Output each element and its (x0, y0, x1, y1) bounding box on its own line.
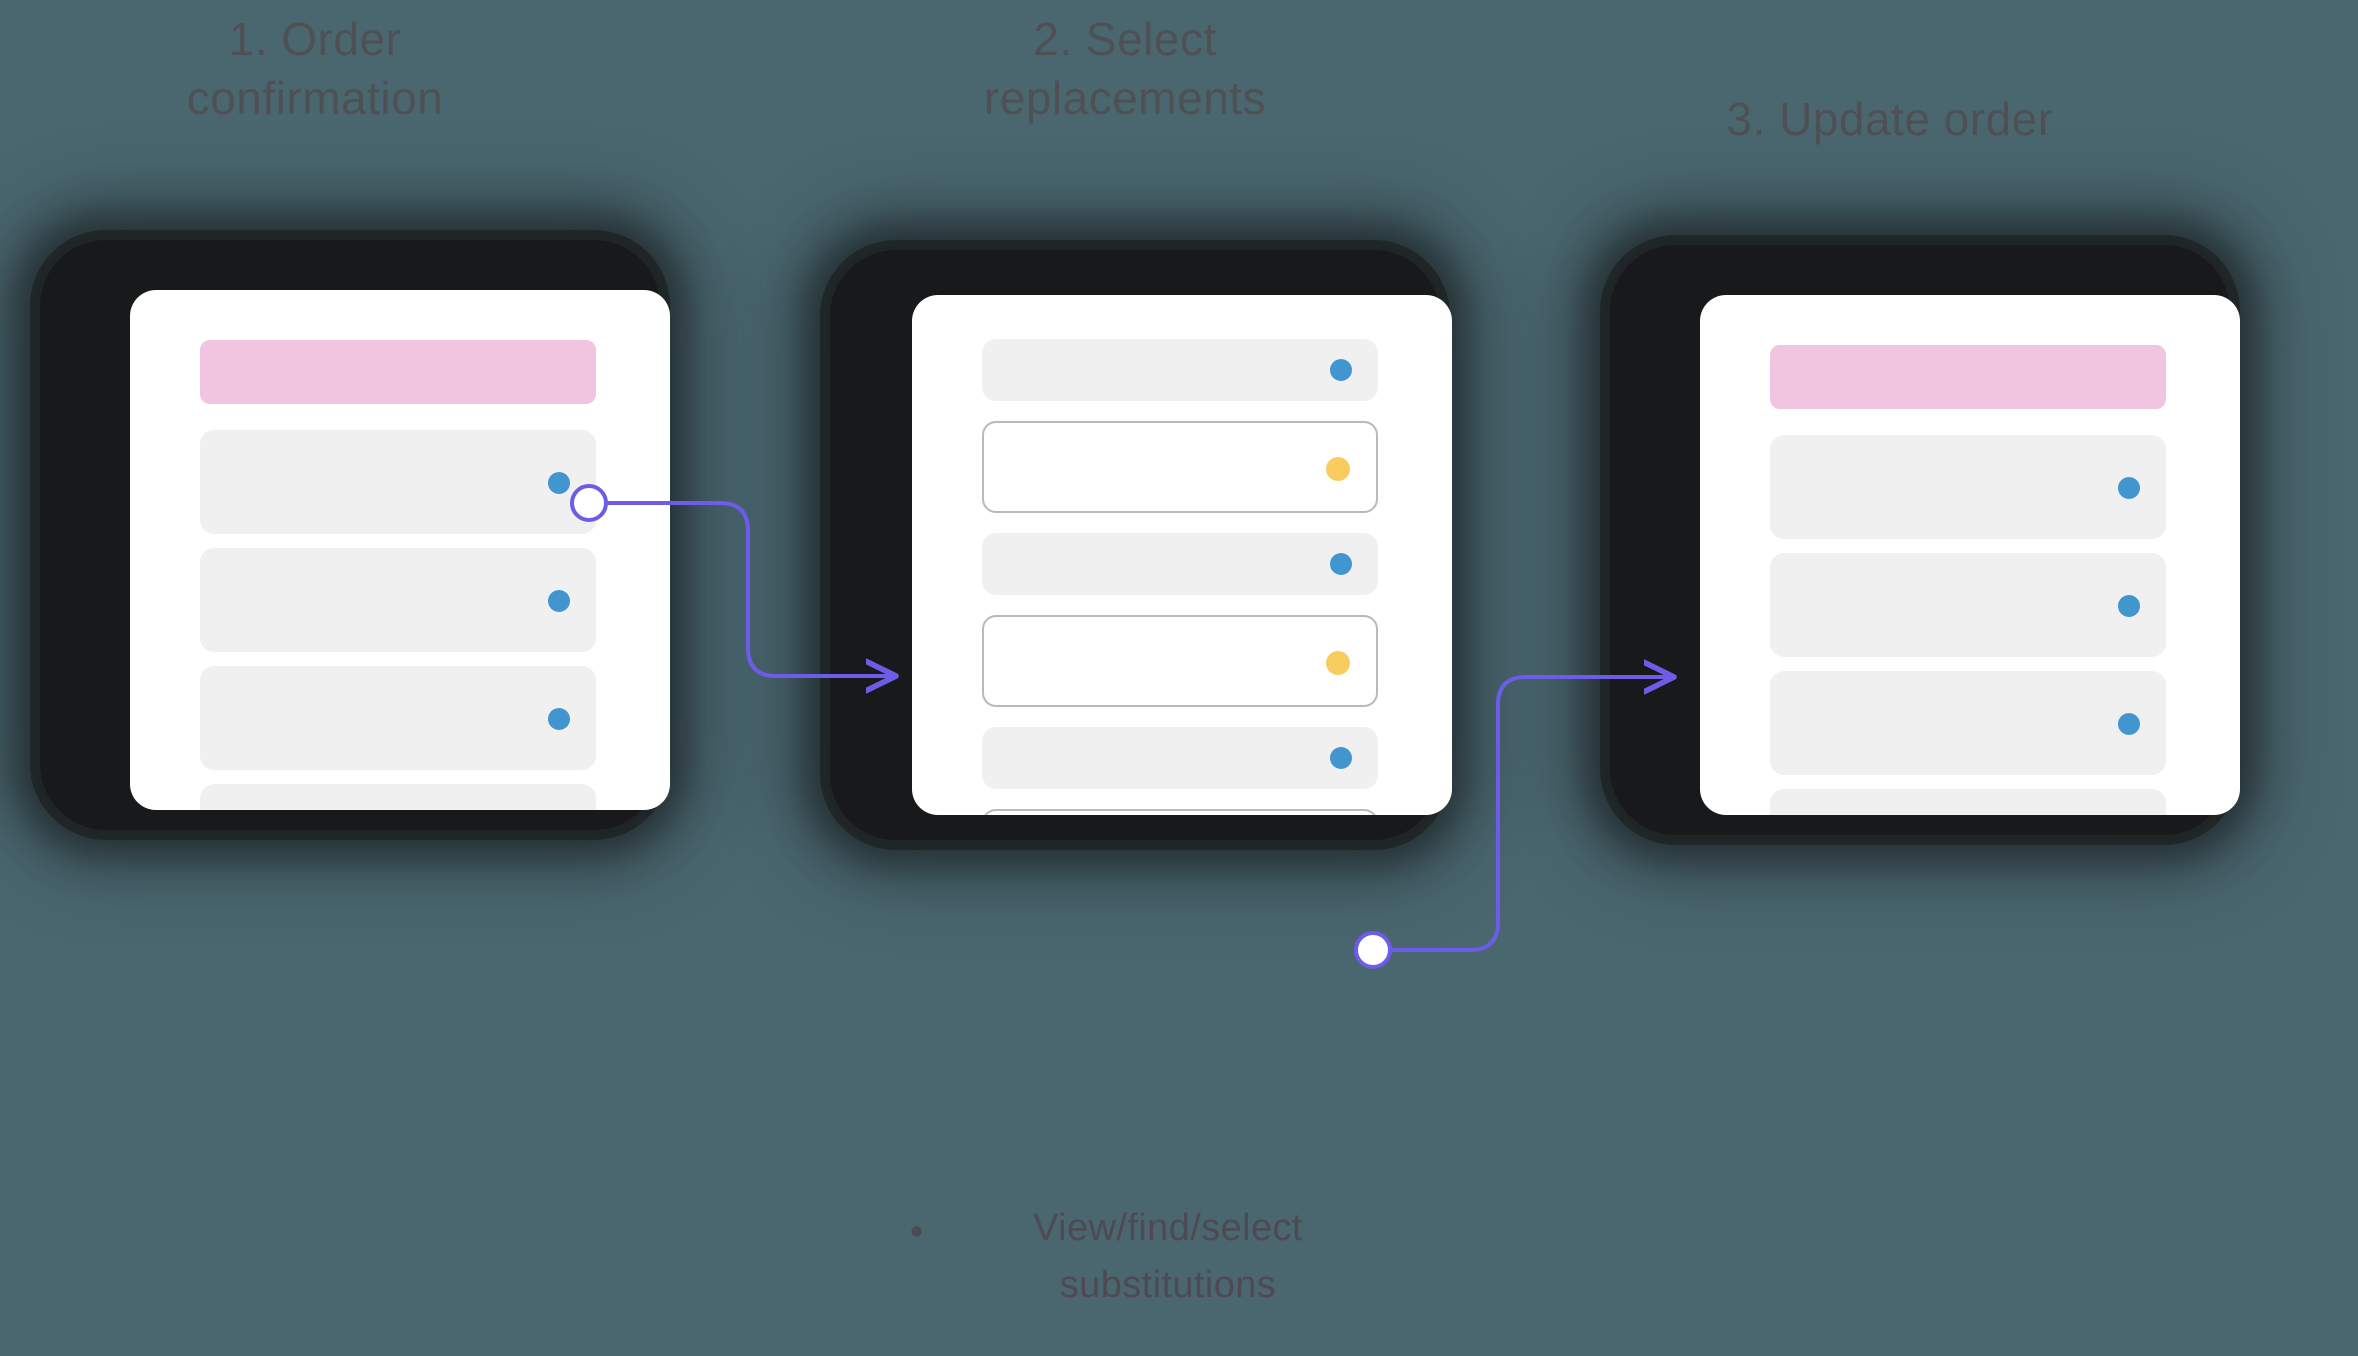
phone-mockup-step-1 (40, 240, 670, 830)
replacement-item-row[interactable] (982, 727, 1378, 789)
replacement-option-row[interactable] (982, 809, 1378, 815)
replacement-item-row[interactable] (982, 533, 1378, 595)
screen-content-step-2 (912, 295, 1452, 815)
phone-screen-step-2 (912, 295, 1452, 815)
replacement-item-row[interactable] (982, 339, 1378, 401)
screen-content-step-3 (1700, 295, 2240, 815)
status-dot-blue-icon (548, 590, 570, 612)
status-dot-blue-icon (1330, 359, 1352, 381)
step-2-caption: • View/find/select substitutions (910, 1200, 1380, 1314)
status-dot-yellow-icon (1326, 457, 1350, 481)
step-2-heading: 2. Select replacements (983, 13, 1267, 124)
step-1-heading: 1. Order confirmation (186, 13, 444, 124)
order-line-item-row[interactable] (200, 784, 596, 810)
screen-content-step-1 (130, 290, 670, 810)
phone-mockup-step-3 (1610, 245, 2240, 835)
order-line-item-row[interactable] (200, 548, 596, 652)
order-line-item-row[interactable] (1770, 553, 2166, 657)
order-header-bar (1770, 345, 2166, 409)
step-3-heading: 3. Update order (1726, 93, 2054, 145)
order-line-item-row[interactable] (1770, 435, 2166, 539)
order-header-bar (200, 340, 596, 404)
status-dot-blue-icon (2118, 477, 2140, 499)
status-dot-blue-icon (1330, 747, 1352, 769)
status-dot-blue-icon (2118, 713, 2140, 735)
bullet-icon: • (910, 1211, 924, 1253)
phone-screen-step-3 (1700, 295, 2240, 815)
status-dot-blue-icon (548, 472, 570, 494)
order-line-item-row[interactable] (1770, 671, 2166, 775)
status-dot-yellow-icon (1326, 651, 1350, 675)
status-dot-blue-icon (548, 708, 570, 730)
order-line-item-row[interactable] (200, 666, 596, 770)
phone-screen-step-1 (130, 290, 670, 810)
caption-text: View/find/select substitutions (1033, 1207, 1303, 1306)
phone-mockup-step-2 (830, 250, 1452, 840)
replacement-option-row[interactable] (982, 615, 1378, 707)
status-dot-blue-icon (2118, 595, 2140, 617)
order-line-item-row[interactable] (200, 430, 596, 534)
order-line-item-row[interactable] (1770, 789, 2166, 815)
replacement-option-row[interactable] (982, 421, 1378, 513)
connector-start-node-icon (1354, 931, 1392, 969)
status-dot-blue-icon (1330, 553, 1352, 575)
